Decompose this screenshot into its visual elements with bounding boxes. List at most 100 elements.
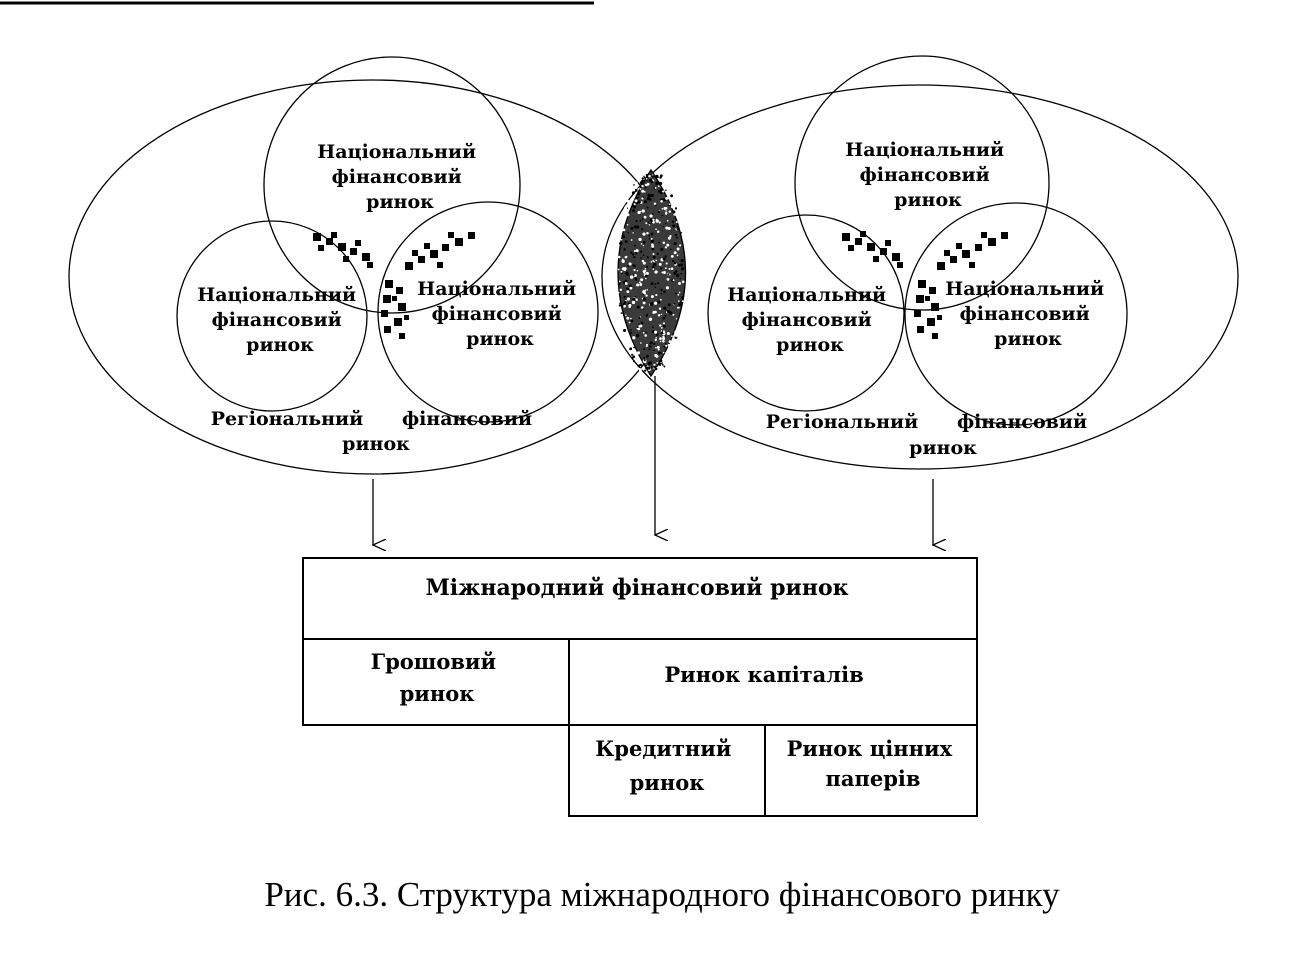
stipple-dot xyxy=(659,368,663,371)
stipple-dot xyxy=(642,261,646,265)
stipple-dot xyxy=(651,237,653,240)
stipple-dot xyxy=(655,181,659,186)
stipple-dot xyxy=(632,209,636,213)
stipple-dot xyxy=(632,297,636,301)
stipple-dot xyxy=(659,178,662,181)
stipple-dot xyxy=(671,220,675,223)
stipple-dot xyxy=(681,280,685,284)
stipple-dot xyxy=(660,313,663,316)
stipple-dot xyxy=(673,302,676,305)
stipple-dot xyxy=(645,177,648,180)
stipple-dot xyxy=(674,330,678,334)
stipple-dot xyxy=(642,254,645,257)
stipple-dot xyxy=(649,341,653,345)
stipple-dot xyxy=(665,210,667,212)
stipple-dot xyxy=(660,200,663,203)
stipple-dot xyxy=(667,343,671,347)
stipple-dot xyxy=(673,213,676,216)
stipple-dot xyxy=(653,365,657,369)
stipple-dot xyxy=(650,193,654,198)
stipple-dot xyxy=(642,293,645,296)
stipple-dot xyxy=(657,351,661,355)
stipple-dot xyxy=(672,259,675,263)
stipple-dot xyxy=(662,271,666,274)
stipple-dot xyxy=(676,254,679,257)
stipple-dot xyxy=(643,176,646,179)
stipple-dot xyxy=(652,268,655,270)
stipple-dot xyxy=(652,175,655,178)
stipple-dot xyxy=(680,258,684,263)
stipple-dot xyxy=(635,249,639,253)
stipple-dot xyxy=(648,174,651,178)
stipple-dot xyxy=(623,329,626,332)
stipple-dot xyxy=(637,196,640,199)
stipple-dot xyxy=(649,198,652,201)
stipple-dot xyxy=(617,255,621,259)
stipple-dot xyxy=(618,304,622,307)
stipple-dot xyxy=(629,286,633,290)
stipple-dot xyxy=(639,185,642,188)
stipple-dot xyxy=(658,181,663,186)
stipple-dot xyxy=(644,186,647,189)
stipple-dot xyxy=(628,262,632,266)
stipple-dot xyxy=(642,301,646,305)
stipple-dot xyxy=(646,256,649,259)
right-regional-label-b: фінансовий xyxy=(957,411,1087,433)
stipple-dot xyxy=(666,309,670,314)
stipple-dot xyxy=(645,354,649,358)
stipple-dot xyxy=(675,270,678,273)
stipple-dot xyxy=(660,247,664,251)
stipple-dot xyxy=(655,346,657,349)
stipple-dot xyxy=(678,282,681,285)
stipple-dot xyxy=(680,272,683,275)
right-right-national-circle xyxy=(904,202,1128,426)
stipple-dot xyxy=(617,291,620,294)
stipple-dot xyxy=(680,296,685,300)
stipple-dot xyxy=(643,175,645,178)
stipple-dot xyxy=(670,203,673,205)
stipple-dot xyxy=(633,256,636,259)
stipple-dot xyxy=(664,255,667,258)
stipple-dot xyxy=(663,365,666,368)
stipple-dot xyxy=(639,324,643,328)
left-top-circle-label: Національний фінансовий ринок xyxy=(317,141,482,213)
stipple-dot xyxy=(635,219,638,223)
stipple-dot xyxy=(666,278,670,281)
stipple-dot xyxy=(662,225,665,228)
stipple-dot xyxy=(654,186,657,189)
stipple-dot xyxy=(631,300,636,305)
stipple-dot xyxy=(627,340,629,343)
stipple-dot xyxy=(652,310,656,314)
stipple-dot xyxy=(657,282,660,285)
stipple-dot xyxy=(624,279,628,283)
stipple-dot xyxy=(651,244,655,248)
stipple-dot xyxy=(662,337,665,341)
left-regional-market: Національний фінансовий ринок Національн… xyxy=(68,56,676,475)
stipple-dot xyxy=(677,293,680,296)
stipple-dot xyxy=(639,281,641,284)
stipple-dot xyxy=(652,220,655,224)
stipple-dot xyxy=(661,214,664,217)
right-left-circle-label: Національний фінансовий ринок xyxy=(727,284,892,356)
stipple-dot xyxy=(662,340,665,343)
stipple-dot xyxy=(621,272,624,275)
stipple-dot xyxy=(678,300,680,302)
stipple-dot xyxy=(633,268,636,272)
stipple-dot xyxy=(660,188,663,191)
stipple-dot xyxy=(646,206,649,209)
stipple-dot xyxy=(635,190,638,192)
stipple-dot xyxy=(669,310,672,313)
stipple-dot xyxy=(621,259,625,263)
stipple-dot xyxy=(622,281,626,284)
stipple-dot xyxy=(676,225,678,228)
stipple-dot xyxy=(619,241,623,246)
stipple-dot xyxy=(634,277,637,280)
stipple-dot xyxy=(668,210,672,213)
stipple-dot xyxy=(649,214,653,218)
stipple-dot xyxy=(660,298,662,301)
stipple-dot xyxy=(651,247,655,251)
stipple-dot xyxy=(675,335,677,338)
stipple-dot xyxy=(619,302,621,305)
stipple-dot xyxy=(659,337,662,340)
stipple-dot xyxy=(657,300,661,304)
